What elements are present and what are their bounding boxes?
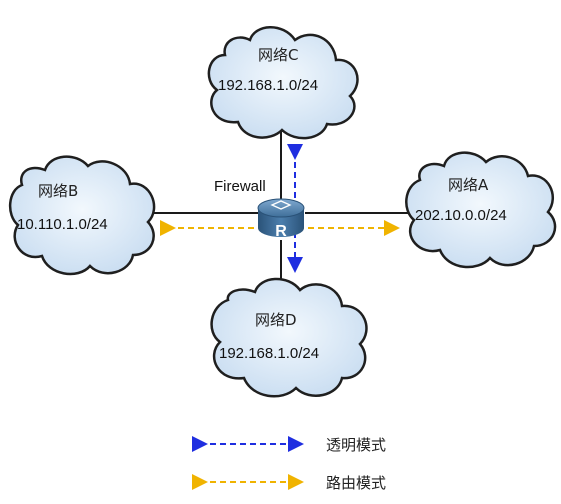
network-d-name: 网络D	[255, 311, 297, 329]
legend-transparent-label: 透明模式	[326, 436, 386, 454]
router-glyph: R	[275, 223, 287, 240]
network-d-address: 192.168.1.0/24	[219, 345, 319, 362]
network-c-name: 网络C	[258, 46, 298, 64]
network-c-address: 192.168.1.0/24	[218, 77, 318, 94]
network-b-address: 10.110.1.0/24	[17, 216, 108, 233]
network-a-name: 网络A	[448, 176, 489, 194]
cloud-network-b: 网络B 10.110.1.0/24	[9, 155, 156, 276]
network-b-name: 网络B	[38, 182, 78, 200]
router-icon: R	[257, 198, 305, 240]
legend-routing-label: 路由模式	[326, 474, 386, 492]
cloud-network-c: 网络C 192.168.1.0/24	[207, 26, 359, 140]
cloud-network-a: 网络A 202.10.0.0/24	[405, 151, 557, 269]
legend: 透明模式 路由模式	[192, 436, 386, 492]
cloud-network-d: 网络D 192.168.1.0/24	[210, 277, 368, 398]
network-a-address: 202.10.0.0/24	[415, 207, 507, 224]
firewall-label: Firewall	[214, 178, 266, 195]
